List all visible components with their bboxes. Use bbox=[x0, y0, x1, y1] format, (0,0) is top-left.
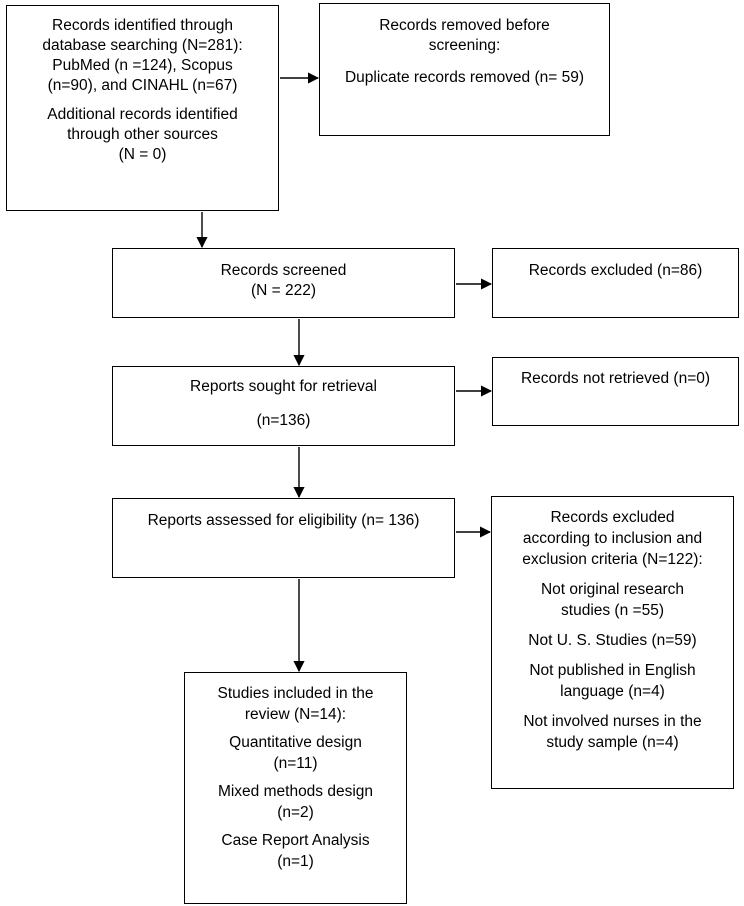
studies-included-line: Mixed methods design bbox=[217, 783, 374, 800]
excluded-criteria-line: Not U. S. Studies (n=59) bbox=[528, 632, 697, 649]
records-excluded-box: Records excluded (n=86) bbox=[492, 248, 739, 318]
reports-assessed-line: Reports assessed for eligibility (n= 136… bbox=[147, 512, 420, 529]
excluded-criteria-line: studies (n =55) bbox=[561, 602, 664, 619]
studies-included-box: Studies included in the review (N=14): Q… bbox=[184, 672, 407, 904]
excluded-criteria-line: exclusion criteria (N=122): bbox=[522, 551, 703, 568]
excluded-criteria-line: Not involved nurses in the bbox=[523, 713, 702, 730]
records-excluded-line: Records excluded (n=86) bbox=[528, 262, 703, 279]
identification-line: database searching (N=281): bbox=[42, 37, 243, 54]
records-screened-line: (N = 222) bbox=[250, 282, 317, 299]
records-excluded-criteria-box: Records excluded according to inclusion … bbox=[491, 496, 734, 789]
excluded-criteria-line: Records excluded bbox=[550, 509, 675, 526]
records-not-retrieved-line: Records not retrieved (n=0) bbox=[520, 370, 711, 387]
excluded-criteria-line: study sample (n=4) bbox=[546, 734, 679, 751]
excluded-criteria-line: language (n=4) bbox=[560, 683, 665, 700]
studies-included-line: review (N=14): bbox=[244, 706, 347, 723]
reports-sought-box: Reports sought for retrieval (n=136) bbox=[112, 366, 455, 446]
excluded-criteria-line: Not published in English bbox=[529, 662, 696, 679]
records-not-retrieved-box: Records not retrieved (n=0) bbox=[492, 357, 739, 426]
excluded-criteria-line: according to inclusion and bbox=[522, 530, 703, 547]
excluded-criteria-line: Not original research bbox=[540, 581, 684, 598]
reports-assessed-box: Reports assessed for eligibility (n= 136… bbox=[112, 498, 455, 578]
studies-included-line: (n=11) bbox=[273, 755, 318, 772]
records-screened-box: Records screened (N = 222) bbox=[112, 248, 455, 318]
identification-box: Records identified through database sear… bbox=[6, 5, 279, 211]
additional-records-line: through other sources bbox=[67, 126, 218, 143]
reports-sought-line: Reports sought for retrieval bbox=[190, 378, 377, 395]
studies-included-line: (n=1) bbox=[277, 853, 314, 870]
additional-records-line: (N = 0) bbox=[118, 146, 167, 163]
studies-included-line: Studies included in the bbox=[217, 685, 374, 702]
reports-sought-line: (n=136) bbox=[256, 412, 311, 429]
identification-line: Records identified through bbox=[52, 17, 233, 34]
additional-records-line: Additional records identified bbox=[47, 106, 238, 123]
identification-line: (n=90), and CINAHL (n=67) bbox=[47, 77, 238, 94]
duplicate-records-line: Duplicate records removed (n= 59) bbox=[344, 69, 585, 86]
studies-included-line: (n=2) bbox=[277, 804, 314, 821]
studies-included-line: Case Report Analysis bbox=[221, 832, 370, 849]
records-removed-line: screening: bbox=[428, 37, 501, 54]
identification-line: PubMed (n =124), Scopus bbox=[52, 57, 233, 74]
studies-included-line: Quantitative design bbox=[229, 734, 362, 751]
records-screened-line: Records screened bbox=[220, 262, 347, 279]
records-removed-line: Records removed before bbox=[379, 17, 550, 34]
records-removed-box: Records removed before screening: Duplic… bbox=[319, 3, 610, 136]
